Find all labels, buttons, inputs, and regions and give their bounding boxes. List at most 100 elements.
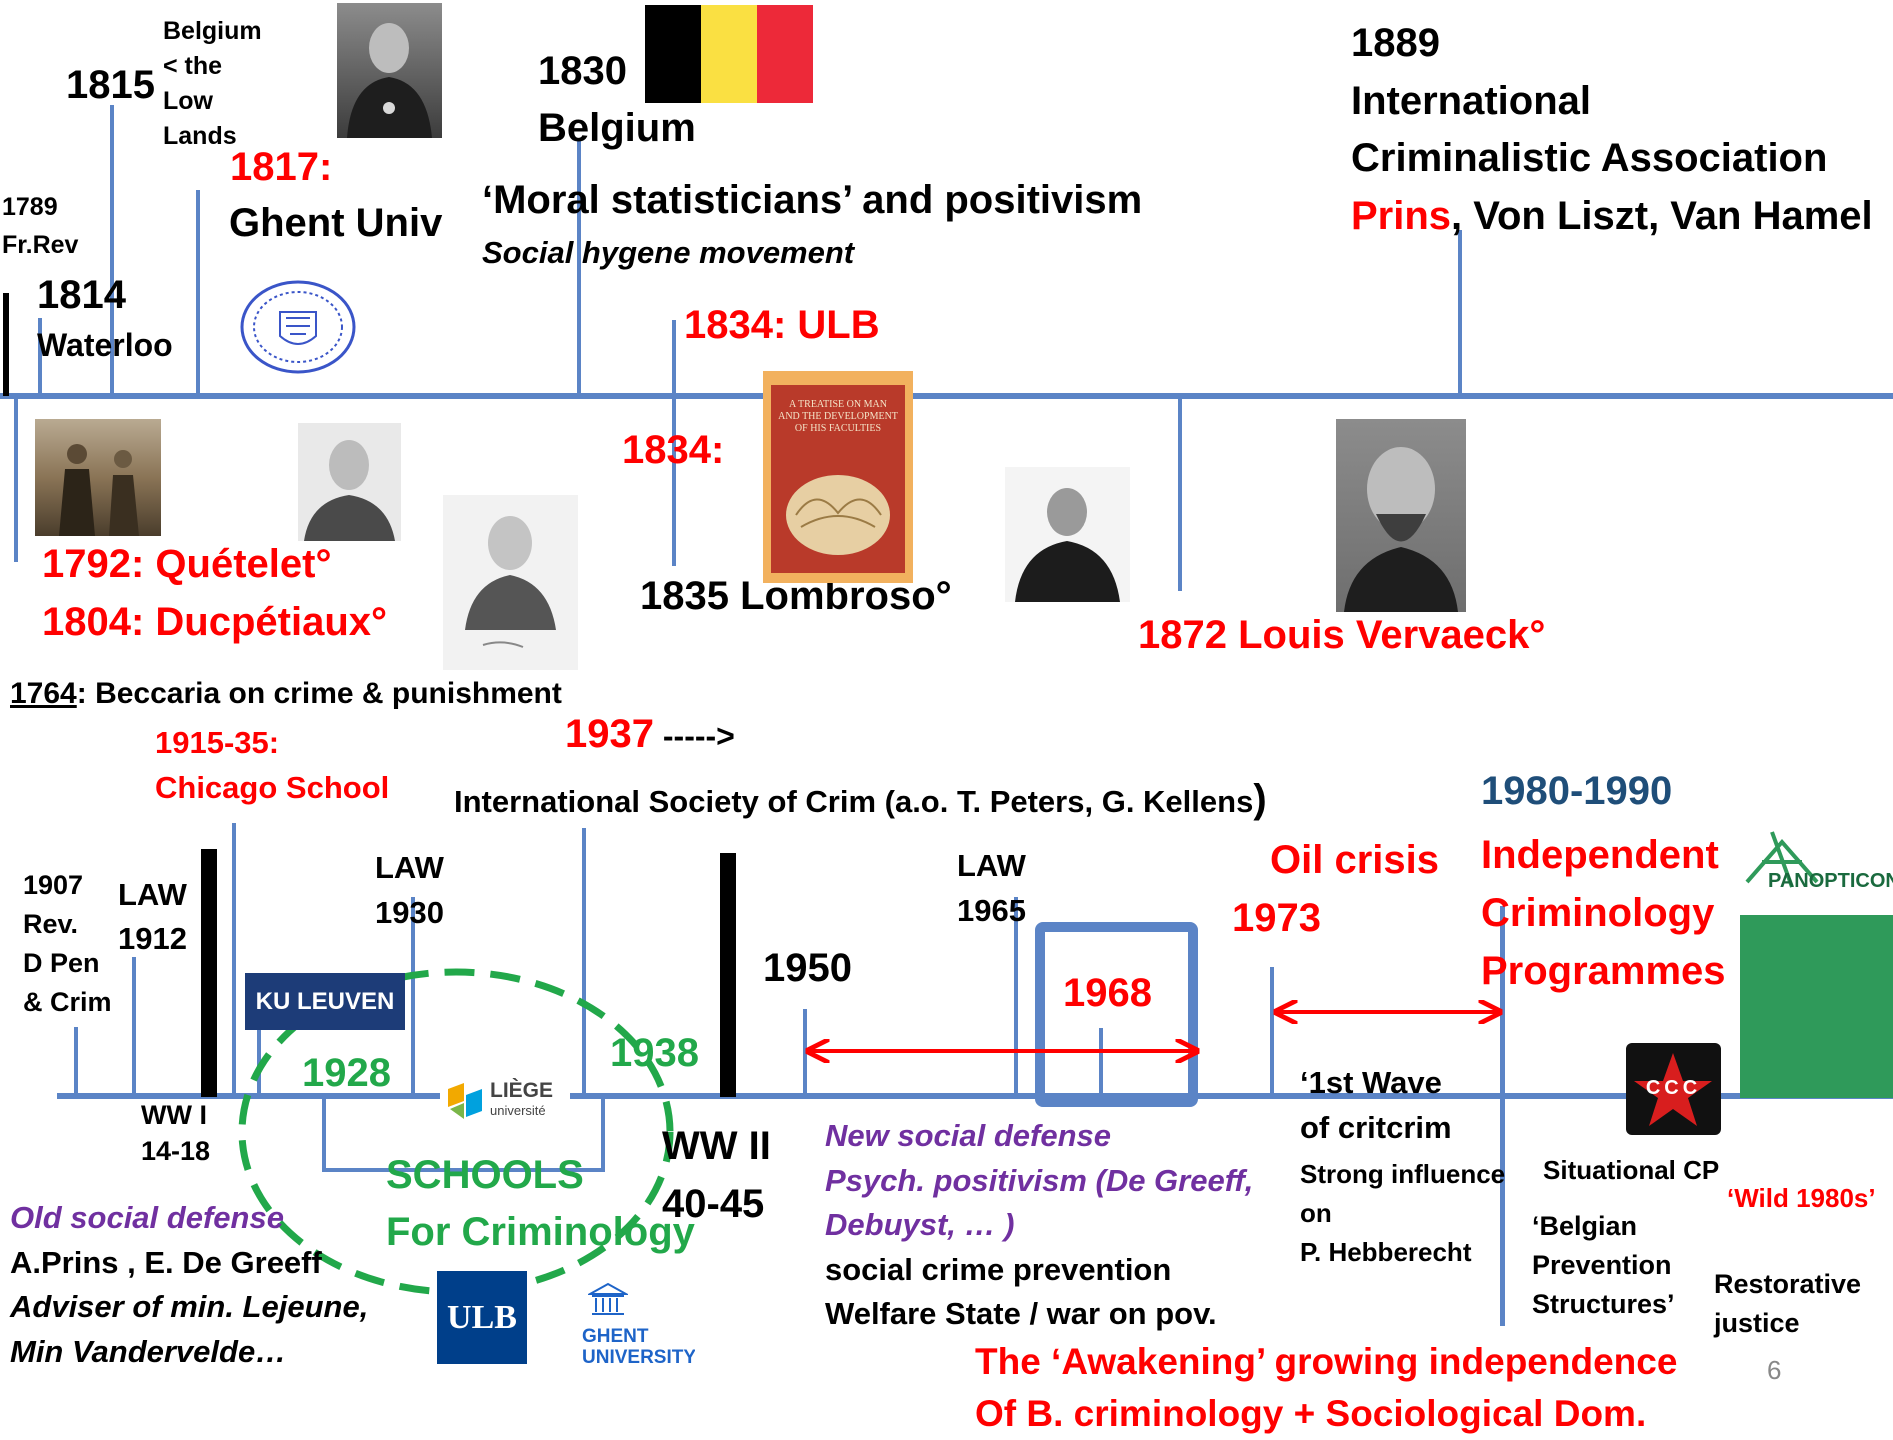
label-line: Belgium [163, 17, 262, 45]
label-line: WW II [662, 1124, 771, 1168]
prins-greeff-label: A.Prins , E. De Greeff [10, 1245, 322, 1280]
tick-quetelet [14, 396, 18, 562]
label-line: LAW [118, 877, 187, 912]
label-line: < the [163, 52, 223, 80]
label-line: Fr.Rev [2, 231, 79, 259]
schools-label: SCHOOLS [386, 1153, 584, 1197]
arrow-1937: -----> [653, 718, 735, 754]
law-1912-label: LAW 1912 [118, 873, 187, 961]
schools-bracket-bottom [322, 1168, 605, 1172]
ghent-building-icon [588, 1282, 628, 1315]
label-line: 14-18 [141, 1136, 211, 1166]
year-1973: 1973 [1232, 896, 1321, 940]
label-line: Rev. [23, 909, 79, 939]
ica-line3: Prins, Von Liszt, Van Hamel [1351, 193, 1873, 240]
vervaeck-label: 1872 Louis Vervaeck° [1138, 613, 1546, 657]
bar-wwi [201, 849, 217, 1097]
label-line: LAW [957, 848, 1026, 883]
tick-1830 [577, 140, 581, 397]
label-line: P. Hebberecht [1300, 1237, 1472, 1267]
year-1817: 1817: [230, 145, 333, 189]
book-treatise-on-man: A TREATISE ON MAN AND THE DEVELOPMENT OF… [763, 371, 913, 583]
law-1930-label: LAW 1930 [375, 845, 444, 935]
label-line: D Pen [23, 948, 100, 978]
ccc-star-icon [1634, 1053, 1712, 1126]
ccc-logo: CCC [1626, 1043, 1721, 1135]
isc-label: International Society of Crim (a.o. T. P… [454, 776, 1267, 823]
portrait-ducpetiaux-icon [465, 516, 556, 648]
ducpetiaux-label: 1804: Ducpétiaux° [42, 600, 388, 644]
bar-wwii [720, 853, 736, 1097]
panopticon-cover: PANOPTICON [1740, 820, 1893, 1098]
flag-black-band [645, 5, 701, 103]
flag-yellow-band [701, 5, 757, 103]
tick-1815 [110, 105, 114, 397]
ghent-seal-icon [240, 280, 357, 375]
year-1814: 1814 [37, 273, 126, 317]
panopticon-grid-icon [1745, 831, 1819, 888]
tick-1980 [1500, 906, 1505, 1326]
tick-1834-down [672, 396, 676, 566]
book-title-line: OF HIS FACULTIES [794, 423, 882, 434]
label-line: 1965 [957, 893, 1026, 928]
ulb-text: ULB [447, 1299, 517, 1336]
tick-1789 [3, 293, 9, 396]
ku-leuven-text: KU LEUVEN [255, 988, 395, 1015]
label-line: 40-45 [662, 1182, 765, 1226]
portrait-vervaeck [1336, 419, 1466, 612]
situational-cp-label: Situational CP [1543, 1155, 1720, 1185]
liege-logo-icon [448, 1083, 482, 1119]
hebberecht-influence-label: Strong influence on P. Hebberecht [1300, 1155, 1505, 1272]
label-line: on [1300, 1198, 1332, 1228]
tick-1973 [1270, 967, 1274, 1097]
bottom-timeline-axis [57, 1093, 1893, 1099]
psych-positivism-label: Psych. positivism (De Greeff, [825, 1163, 1254, 1198]
new-social-defense-label: New social defense [825, 1118, 1112, 1153]
label-line: Independent [1481, 833, 1719, 877]
label-line: Programmes [1481, 949, 1726, 993]
label-line: Criminology [1481, 891, 1715, 935]
prins-name: Prins [1351, 194, 1452, 238]
isc-text: International Society of Crim (a.o. T. P… [454, 784, 1254, 819]
tick-1907 [74, 1027, 78, 1097]
label-line: 1789 [2, 193, 58, 221]
schools-bracket-right [601, 1096, 605, 1172]
portrait-quetelet [298, 423, 401, 541]
social-hygene-label: Social hygene movement [482, 235, 855, 270]
chicago-year: 1915-35: [155, 725, 280, 760]
panopticon-header: PANOPTICON [1740, 820, 1893, 915]
year-1928: 1928 [302, 1051, 391, 1095]
label-line: justice [1714, 1308, 1800, 1338]
tick-1937 [582, 828, 586, 1097]
flag-red-band [757, 5, 813, 103]
tick-law-1912 [132, 957, 136, 1097]
ghent-line1: GHENT [582, 1326, 649, 1347]
label-line: Restorative [1714, 1269, 1862, 1299]
label-line: & Crim [23, 987, 112, 1017]
beccaria-text: : Beccaria on crime & punishment [76, 677, 562, 710]
year-1889: 1889 [1351, 21, 1440, 65]
portrait-william-i-icon [347, 23, 432, 138]
liege-logo: LIÈGE université [440, 1075, 570, 1125]
label-line: 1907 [23, 870, 84, 900]
ica-line2: Criminalistic Association [1351, 136, 1828, 180]
ghent-univ-label: Ghent Univ [229, 201, 443, 245]
year-1834-label: 1834: [622, 428, 725, 472]
year-1815: 1815 [66, 63, 155, 107]
page-number: 6 [1767, 1355, 1782, 1385]
book-title: A TREATISE ON MAN AND THE DEVELOPMENT OF… [771, 399, 905, 435]
awakening-line1: The ‘Awakening’ growing independence [975, 1341, 1678, 1382]
adviser-label: Adviser of min. Lejeune, [10, 1289, 369, 1324]
napoleon-painting-icon [59, 444, 139, 536]
ulb-1834-label: 1834: ULB [684, 303, 880, 347]
label-line: Structures’ [1532, 1289, 1675, 1319]
liege-name: LIÈGE [490, 1079, 554, 1102]
portrait-lombroso [1005, 467, 1130, 602]
belgian-prevention-label: ‘Belgian Prevention Structures’ [1532, 1207, 1675, 1324]
independent-programmes-label: Independent Criminology Programmes [1481, 826, 1726, 1000]
top-timeline-axis [0, 393, 1893, 399]
book-cover-red: A TREATISE ON MAN AND THE DEVELOPMENT OF… [771, 385, 905, 573]
label-line: LAW [375, 850, 444, 885]
ica-names: , Von Liszt, Van Hamel [1451, 194, 1873, 238]
isc-paren: ) [1253, 777, 1267, 821]
